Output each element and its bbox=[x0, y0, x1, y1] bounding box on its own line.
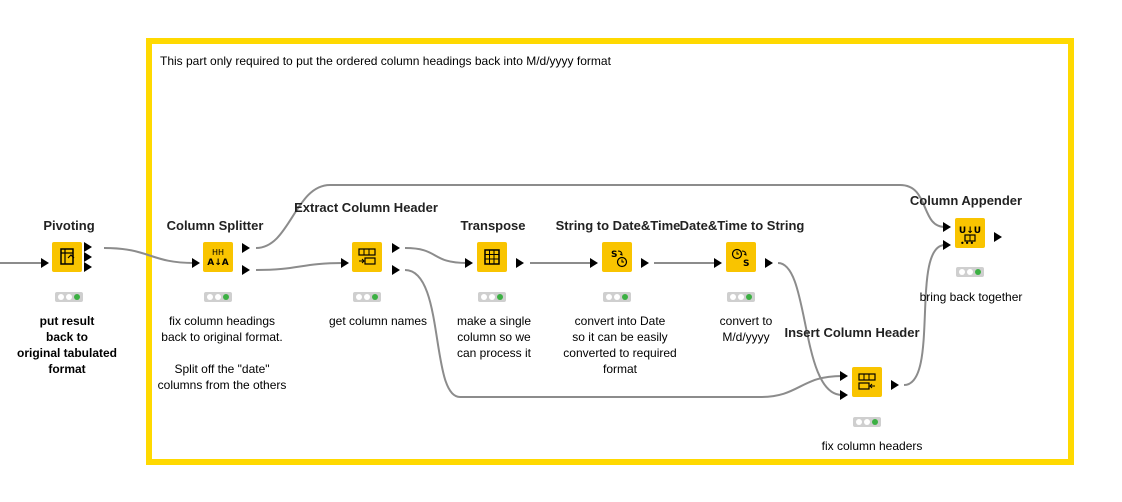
node-title: Extract Column Header bbox=[294, 200, 438, 215]
wire-extract-transpose bbox=[404, 247, 468, 264]
output-port[interactable] bbox=[392, 265, 400, 275]
node-title: Column Splitter bbox=[166, 218, 264, 233]
input-port[interactable] bbox=[590, 258, 598, 268]
annotation-text: This part only required to put the order… bbox=[160, 54, 611, 68]
input-port[interactable] bbox=[341, 258, 349, 268]
wire-splitter-extract bbox=[255, 262, 345, 271]
input-port[interactable] bbox=[714, 258, 722, 268]
output-port[interactable] bbox=[242, 265, 250, 275]
node-description: make a single column so we can process i… bbox=[456, 314, 532, 360]
node-title: Transpose bbox=[460, 218, 526, 233]
node-title: Column Appender bbox=[909, 193, 1023, 208]
transpose-icon[interactable] bbox=[477, 242, 507, 272]
status-indicator bbox=[204, 292, 232, 302]
wire-splitter-appender bbox=[255, 184, 946, 249]
wire-dt2string-insert bbox=[777, 262, 843, 396]
node-description: convert into Date so it can be easily co… bbox=[563, 314, 677, 376]
svg-text:U↓U: U↓U bbox=[959, 226, 981, 236]
input-port[interactable] bbox=[840, 371, 848, 381]
svg-text:•••: ••• bbox=[960, 239, 974, 248]
node-title: String to Date&Time bbox=[555, 218, 681, 233]
node-title: Date&Time to String bbox=[679, 218, 805, 233]
node-description: convert to M/d/yyyy bbox=[719, 314, 773, 344]
input-port[interactable] bbox=[840, 390, 848, 400]
output-port[interactable] bbox=[891, 380, 899, 390]
annotation-box bbox=[146, 38, 1074, 465]
extract-header-icon[interactable] bbox=[352, 242, 382, 272]
output-port[interactable] bbox=[516, 258, 524, 268]
node-title: Insert Column Header bbox=[784, 325, 920, 340]
insert-header-icon[interactable] bbox=[852, 367, 882, 397]
wire-extract-insert bbox=[404, 269, 843, 398]
status-indicator bbox=[603, 292, 631, 302]
column-appender-icon[interactable]: U↓U ••• bbox=[955, 218, 985, 248]
node-description: get column names bbox=[328, 314, 428, 328]
status-indicator bbox=[55, 292, 83, 302]
node-description: fix column headings back to original for… bbox=[157, 314, 287, 392]
status-indicator bbox=[853, 417, 881, 427]
output-port[interactable] bbox=[84, 252, 92, 262]
wire-pivoting-splitter bbox=[103, 247, 195, 264]
output-port[interactable] bbox=[765, 258, 773, 268]
node-description: fix column headers bbox=[821, 439, 923, 453]
output-port[interactable] bbox=[84, 242, 92, 252]
input-port[interactable] bbox=[943, 240, 951, 250]
output-port[interactable] bbox=[641, 258, 649, 268]
input-port[interactable] bbox=[943, 222, 951, 232]
output-port[interactable] bbox=[392, 243, 400, 253]
wire-insert-appender bbox=[903, 244, 946, 386]
status-indicator bbox=[727, 292, 755, 302]
output-port[interactable] bbox=[242, 243, 250, 253]
input-port[interactable] bbox=[192, 258, 200, 268]
status-indicator bbox=[956, 267, 984, 277]
pivot-icon[interactable] bbox=[52, 242, 82, 272]
node-description: put result back to original tabulated fo… bbox=[16, 314, 118, 376]
output-port[interactable] bbox=[994, 232, 1002, 242]
input-port[interactable] bbox=[41, 258, 49, 268]
svg-text:HH: HH bbox=[212, 248, 224, 257]
node-title: Pivoting bbox=[43, 218, 95, 233]
output-port[interactable] bbox=[84, 262, 92, 272]
svg-text:A↓A: A↓A bbox=[207, 258, 229, 268]
string-to-datetime-icon[interactable]: S bbox=[602, 242, 632, 272]
status-indicator bbox=[353, 292, 381, 302]
svg-text:S: S bbox=[743, 259, 749, 269]
node-description: bring back together bbox=[919, 290, 1023, 304]
status-indicator bbox=[478, 292, 506, 302]
input-port[interactable] bbox=[465, 258, 473, 268]
svg-text:S: S bbox=[611, 250, 617, 260]
datetime-to-string-icon[interactable]: S bbox=[726, 242, 756, 272]
